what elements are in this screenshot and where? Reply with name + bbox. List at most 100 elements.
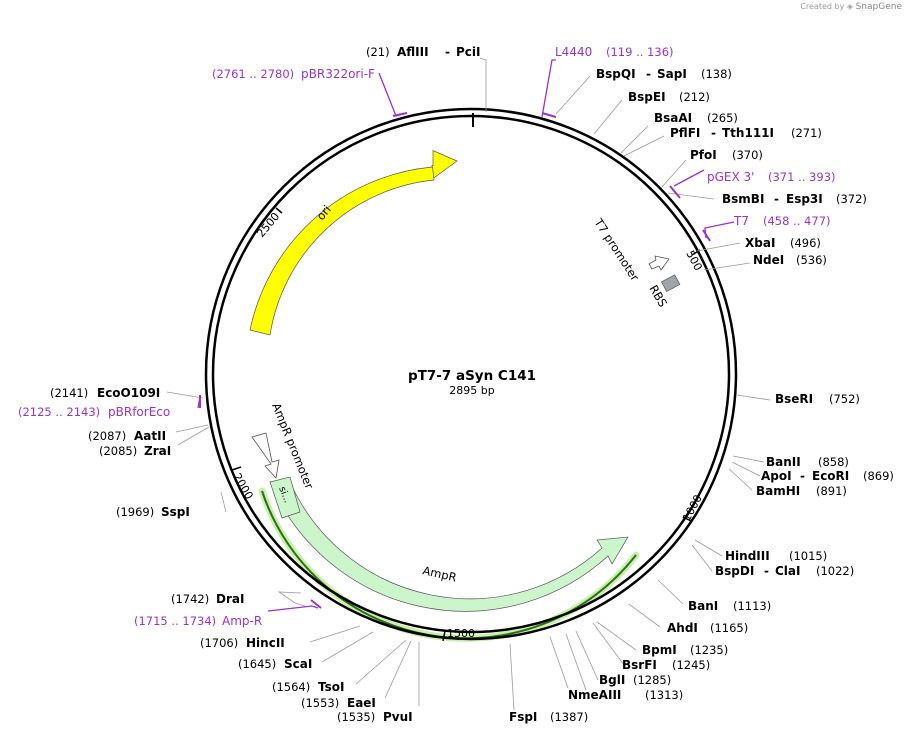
enzyme-name: ApoI xyxy=(761,469,792,483)
enzyme-name: BseRI xyxy=(775,392,813,406)
primer-l4440[interactable]: L4440 (119 .. 136) xyxy=(555,45,674,59)
enzyme-position: (1285) xyxy=(633,673,671,687)
primer-amp-r[interactable]: (1715 .. 1734) Amp-R xyxy=(134,614,262,628)
ampr-promoter-arrow[interactable] xyxy=(251,432,280,479)
enzyme-bsrFI[interactable]: BsrFI (1245) xyxy=(622,658,710,672)
enzyme-bamHI[interactable]: BamHI (891) xyxy=(756,484,847,498)
enzyme-name: PvuI xyxy=(383,710,413,724)
enzyme-separator: - xyxy=(711,126,716,140)
enzyme-bglI[interactable]: BglI (1285) xyxy=(599,673,671,687)
primer-leader-lines xyxy=(197,59,735,612)
enzyme-position: (138) xyxy=(701,67,732,81)
enzyme-aatII[interactable]: (2087) AatII xyxy=(88,429,166,443)
primer-range: (2125 .. 2143) xyxy=(18,405,100,419)
primer-pbr322ori-f[interactable]: (2761 .. 2780) pBR322ori-F xyxy=(212,67,375,81)
enzyme-pfoI[interactable]: PfoI (370) xyxy=(690,148,763,162)
t7-promoter-arrow[interactable] xyxy=(648,255,670,271)
enzyme-name-alt: Esp3I xyxy=(786,192,823,206)
enzyme-leader-lines xyxy=(166,57,771,711)
enzyme-position: (1387) xyxy=(550,710,588,724)
rbs-feature[interactable] xyxy=(660,274,681,293)
t7-promoter-label: T7 promoter xyxy=(591,215,642,284)
enzyme-name: BanI xyxy=(688,599,718,613)
enzyme-xbaI[interactable]: XbaI (496) xyxy=(745,236,821,250)
enzyme-bsaAI[interactable]: BsaAI (265) xyxy=(654,111,738,125)
enzyme-position: (1015) xyxy=(789,549,827,563)
enzyme-position: (1165) xyxy=(710,621,748,635)
enzyme-name: EaeI xyxy=(347,696,376,710)
enzyme-pvuI[interactable]: (1535) PvuI xyxy=(337,710,413,724)
enzyme-name: TsoI xyxy=(318,680,344,694)
enzyme-nmeAIII[interactable]: NmeAIII (1313) xyxy=(568,688,683,702)
enzyme-name: BsmBI xyxy=(722,192,764,206)
sig-feature[interactable] xyxy=(269,476,301,519)
enzyme-aflIII-pciI[interactable]: (21) AflIII - PciI xyxy=(366,45,481,59)
primer-pgex3[interactable]: pGEX 3' (371 .. 393) xyxy=(707,170,836,184)
enzyme-eaeI[interactable]: (1553) EaeI xyxy=(301,696,376,710)
enzyme-position: (536) xyxy=(796,253,827,267)
enzyme-tsoI[interactable]: (1564) TsoI xyxy=(272,680,344,694)
enzyme-ndeI[interactable]: NdeI (536) xyxy=(753,253,827,267)
enzyme-banI[interactable]: BanI (1113) xyxy=(688,599,771,613)
enzyme-bspEI[interactable]: BspEI (212) xyxy=(628,90,710,104)
enzyme-bspDI-claI[interactable]: BspDI - ClaI (1022) xyxy=(715,564,854,578)
primer-pbrforeco[interactable]: (2125 .. 2143) pBRforEco xyxy=(18,405,170,419)
enzyme-zraI[interactable]: (2085) ZraI xyxy=(99,444,171,458)
enzyme-draI[interactable]: (1742) DraI xyxy=(171,592,244,606)
enzyme-name-alt: Tth111I xyxy=(722,126,774,140)
enzyme-ahdI[interactable]: AhdI (1165) xyxy=(667,621,748,635)
tick-label-1000: 1000 xyxy=(680,493,705,524)
enzyme-name: BglI xyxy=(599,673,625,687)
enzyme-position: (271) xyxy=(791,126,822,140)
enzyme-name: EcoO109I xyxy=(97,386,160,400)
enzyme-position: (858) xyxy=(818,455,849,469)
enzyme-ecoO109I[interactable]: (2141) EcoO109I xyxy=(50,386,160,400)
enzyme-position: (1706) xyxy=(200,636,238,650)
enzyme-bspQI-sapI[interactable]: BspQI - SapI (138) xyxy=(596,67,732,81)
tick-label-2000: 2000 xyxy=(230,471,255,502)
primer-name: pBRforEco xyxy=(108,405,170,419)
enzyme-labels: (21) AflIII - PciI BspQI - SapI (138) Bs… xyxy=(50,45,894,724)
enzyme-name: BsaAI xyxy=(654,111,692,125)
primer-t7[interactable]: T7 (458 .. 477) xyxy=(733,214,831,228)
enzyme-name: ZraI xyxy=(144,444,171,458)
primer-range: (371 .. 393) xyxy=(768,170,836,184)
enzyme-position: (2141) xyxy=(50,386,88,400)
enzyme-position: (1742) xyxy=(171,592,209,606)
enzyme-name: PflFI xyxy=(670,126,700,140)
enzyme-position: (212) xyxy=(679,90,710,104)
enzyme-scaI[interactable]: (1645) ScaI xyxy=(238,657,312,671)
enzyme-bseRI[interactable]: BseRI (752) xyxy=(775,392,860,406)
enzyme-name: FspI xyxy=(509,710,537,724)
enzyme-name: HincII xyxy=(246,636,285,650)
enzyme-name: BspDI xyxy=(715,564,754,578)
enzyme-bsmBI-esp3I[interactable]: BsmBI - Esp3I (372) xyxy=(722,192,867,206)
enzyme-bpmI[interactable]: BpmI (1235) xyxy=(642,643,728,657)
enzyme-hincII[interactable]: (1706) HincII xyxy=(200,636,285,650)
enzyme-position: (1535) xyxy=(337,710,375,724)
enzyme-name: AflIII xyxy=(397,45,429,59)
enzyme-apoI-ecoRI[interactable]: ApoI - EcoRI (869) xyxy=(761,469,894,483)
enzyme-name: BspQI xyxy=(596,67,636,81)
enzyme-separator: - xyxy=(445,45,450,59)
enzyme-hindIII[interactable]: HindIII (1015) xyxy=(725,549,827,563)
enzyme-position: (372) xyxy=(836,192,867,206)
ampr-feature-arc[interactable] xyxy=(269,481,629,612)
enzyme-fspI[interactable]: FspI (1387) xyxy=(509,710,588,724)
enzyme-name-alt: ClaI xyxy=(775,564,800,578)
enzyme-name: ScaI xyxy=(284,657,312,671)
ori-feature-arc[interactable] xyxy=(249,166,435,336)
primer-range: (119 .. 136) xyxy=(606,45,674,59)
enzyme-sspI[interactable]: (1969) SspI xyxy=(116,505,190,519)
primer-range: (458 .. 477) xyxy=(763,214,831,228)
enzyme-name: PfoI xyxy=(690,148,717,162)
enzyme-pflFI-tth111I[interactable]: PflFI - Tth111I (271) xyxy=(670,126,822,140)
enzyme-position: (1235) xyxy=(690,643,728,657)
ampr-label: AmpR xyxy=(421,563,458,584)
enzyme-position: (370) xyxy=(732,148,763,162)
enzyme-banII[interactable]: BanII (858) xyxy=(766,455,849,469)
enzyme-position: (2085) xyxy=(99,444,137,458)
primer-name: Amp-R xyxy=(222,614,262,628)
ori-feature-arrow[interactable] xyxy=(430,149,458,181)
